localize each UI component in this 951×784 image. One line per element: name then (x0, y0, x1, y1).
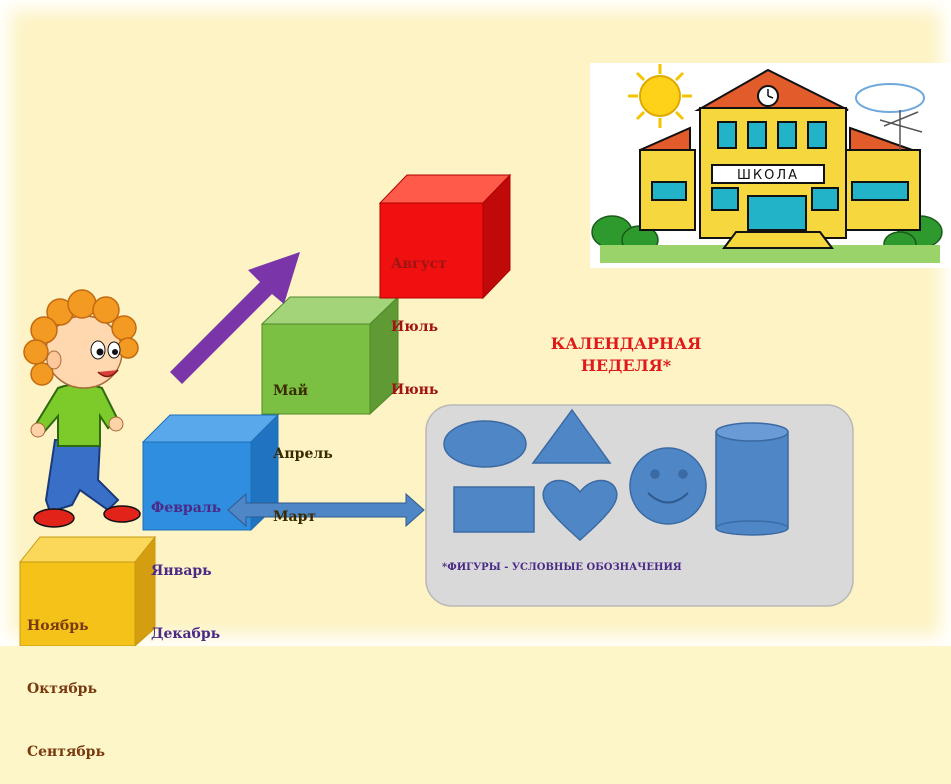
school-sign (711, 164, 825, 184)
month-label: Август (391, 256, 447, 272)
cube-summer-months: Август Июль Июнь (391, 212, 447, 422)
cube-winter (141, 413, 280, 532)
month-label: Декабрь (151, 626, 221, 642)
rectangle-shape (453, 486, 535, 533)
triangle-shape (531, 408, 612, 464)
month-label: Март (273, 509, 317, 525)
school-illustration: ШКОЛА (590, 63, 951, 268)
cube-winter-months: Февраль Январь Декабрь (151, 456, 221, 666)
legend-note: *ФИГУРЫ - УСЛОВНЫЕ ОБОЗНАЧЕНИЯ (442, 562, 682, 573)
diagram-canvas: ШКОЛА (18, 63, 951, 646)
sun-icon (628, 64, 692, 128)
page-title: КАЛЕНДАРНАЯ НЕДЕЛЯ* (530, 333, 722, 377)
smiley-shape (629, 447, 707, 525)
month-label: Ноябрь (27, 618, 89, 634)
month-label: Июль (391, 319, 438, 335)
month-label: Октябрь (27, 681, 97, 697)
cube-summer (378, 173, 512, 300)
heart-shape (542, 479, 618, 541)
month-label: Февраль (151, 500, 222, 516)
month-label: Июнь (391, 382, 439, 398)
cylinder-shape (715, 422, 789, 536)
title-line: НЕДЕЛЯ* (580, 356, 672, 375)
ellipse-shape (443, 420, 527, 468)
month-label: Май (273, 383, 308, 399)
double-arrow (227, 492, 425, 528)
cube-autumn-months: Ноябрь Октябрь Сентябрь (27, 574, 105, 784)
month-label: Январь (151, 563, 212, 579)
month-label: Сентябрь (27, 744, 105, 760)
month-label: Апрель (273, 446, 333, 462)
cube-spring-months: Май Апрель Март (273, 339, 333, 549)
progress-arrow (170, 252, 300, 384)
title-line: КАЛЕНДАРНАЯ (550, 334, 702, 353)
school-sign-text: ШКОЛА (737, 168, 799, 183)
clock-icon (757, 85, 779, 107)
cube-autumn (18, 535, 157, 646)
child-character (23, 289, 141, 528)
cube-spring (260, 295, 400, 416)
